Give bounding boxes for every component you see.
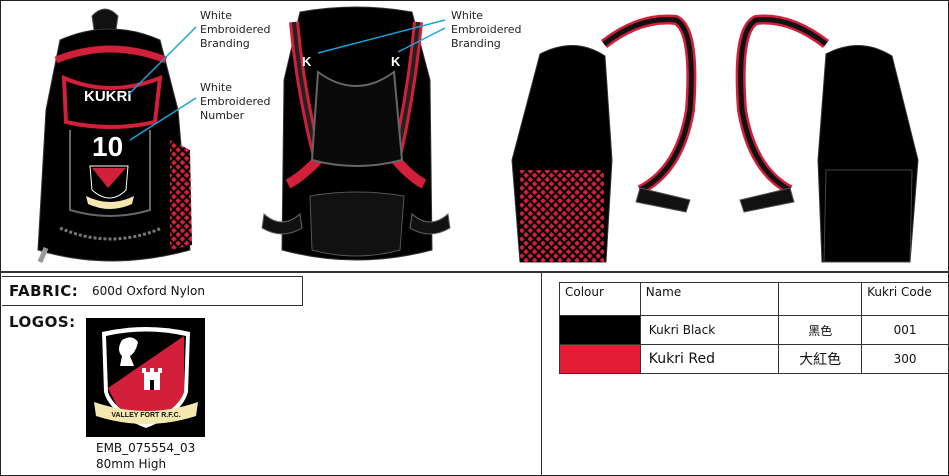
- colour-table-header: Colour Name Kukri Code: [559, 282, 949, 316]
- logos-label: LOGOS:: [9, 313, 76, 331]
- front-branding-callout: White Embroidered Branding: [200, 9, 271, 50]
- svg-text:K: K: [391, 54, 401, 69]
- colour-chinese-name: 大紅色: [778, 344, 863, 374]
- back-view-bag: K K: [261, 6, 451, 261]
- colour-code: 001: [861, 315, 949, 345]
- back-branding-callout: White Embroidered Branding: [451, 9, 522, 50]
- front-side-mesh-pocket: [170, 140, 192, 250]
- logo-size: 80mm High: [96, 457, 167, 471]
- club-logo: VALLEY FORT R.F.C.: [86, 318, 205, 437]
- colour-table: Colour Name Kukri Code Kukri Black 黑色 00…: [559, 282, 949, 374]
- table-row: Kukri Black 黑色 001: [559, 315, 949, 345]
- fabric-box: [2, 276, 303, 306]
- logo-banner-text: VALLEY FORT R.F.C.: [111, 412, 180, 419]
- logo-code: EMB_075554_03: [96, 441, 196, 455]
- fabric-label: FABRIC:: [9, 282, 79, 300]
- header-name: Name: [639, 282, 780, 316]
- svg-text:K: K: [302, 54, 312, 69]
- front-number-text: 10: [92, 131, 123, 162]
- front-brand-text: KUKRI: [84, 88, 132, 105]
- side-left-mesh-pocket: [520, 170, 604, 262]
- section-divider: [0, 271, 949, 273]
- colour-chinese-name: 黑色: [778, 315, 863, 345]
- colour-code: 300: [861, 344, 949, 374]
- front-view-bag: KUKRI 10: [37, 8, 192, 263]
- side-view-right-bag: [735, 14, 919, 263]
- side-view-left-bag: [511, 14, 697, 263]
- header-kukri-code: Kukri Code: [861, 282, 949, 316]
- table-row: Kukri Red 大紅色 300: [559, 344, 949, 374]
- colour-name: Kukri Black: [639, 315, 780, 345]
- colour-swatch: [559, 344, 641, 374]
- colour-swatch: [559, 315, 641, 345]
- front-number-callout: White Embroidered Number: [200, 81, 271, 122]
- header-colour: Colour: [559, 282, 641, 316]
- colour-name: Kukri Red: [639, 344, 780, 374]
- column-divider: [541, 272, 542, 476]
- fabric-value: 600d Oxford Nylon: [92, 284, 205, 298]
- header-blank: [778, 282, 863, 316]
